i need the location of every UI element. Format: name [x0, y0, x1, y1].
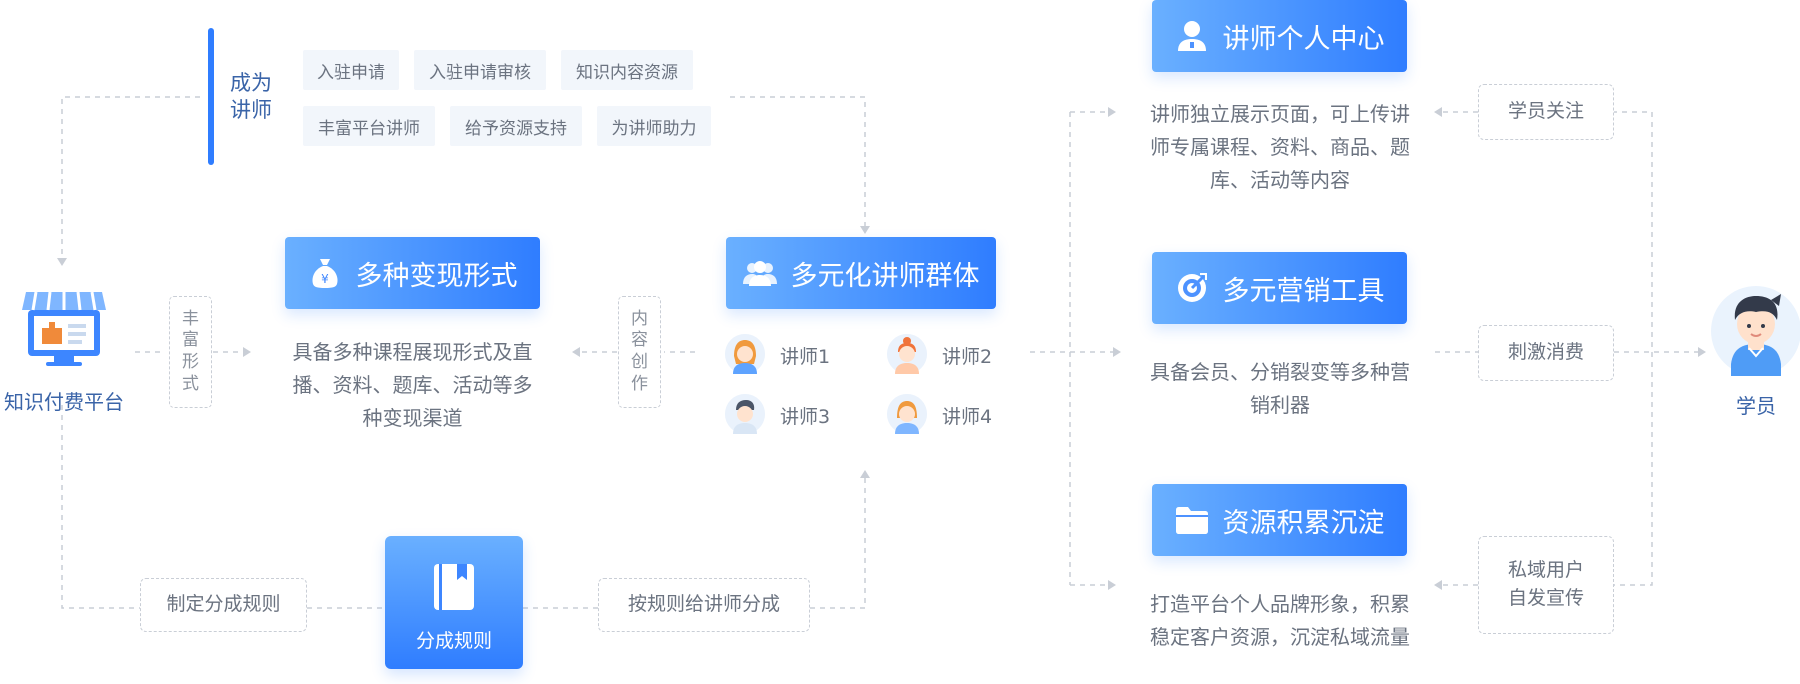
- student-avatar-icon: [1711, 286, 1800, 376]
- monetize-title-box: ¥ 多种变现形式: [285, 237, 540, 309]
- marketing-desc-line: 具备会员、分销裂变等多种营: [1150, 360, 1410, 384]
- user-icon: [1175, 19, 1209, 53]
- stimulate-consumption-box: 刺激消费: [1478, 325, 1614, 381]
- personal-center-desc: 讲师独立展示页面，可上传讲 师专属课程、资料、商品、题 库、活动等内容: [1135, 98, 1425, 197]
- personal-center-desc-line: 库、活动等内容: [1210, 168, 1350, 192]
- chip-resource-support: 给予资源支持: [450, 106, 582, 146]
- monetize-desc: 具备多种课程展现形式及直 播、资料、题库、活动等多 种变现渠道: [280, 336, 545, 435]
- marketing-title: 多元营销工具: [1222, 275, 1385, 307]
- lecturer-name: 讲师3: [780, 406, 831, 428]
- private-users-line2: 自发宣传: [1507, 587, 1584, 609]
- svg-text:¥: ¥: [321, 272, 329, 286]
- private-users-line1: 私域用户: [1507, 559, 1584, 582]
- become-label-line1: 成为: [230, 71, 272, 95]
- lecturer-name: 讲师1: [780, 346, 831, 368]
- personal-center-title-box: 讲师个人中心: [1152, 0, 1407, 72]
- pay-lecturers-box: 按规则给讲师分成: [598, 578, 810, 632]
- content-creation-char: 容: [631, 330, 648, 351]
- content-creation-char: 作: [631, 373, 648, 394]
- student-label: 学员: [1736, 394, 1776, 418]
- rich-forms-char: 丰: [182, 308, 199, 329]
- split-rules-title: 分成规则: [415, 630, 492, 652]
- student-node: 学员: [1702, 286, 1800, 426]
- chip-help-lecturers: 为讲师助力: [597, 106, 711, 146]
- chip-knowledge-resources: 知识内容资源: [561, 50, 693, 90]
- lecturer-avatar-icon: [725, 334, 765, 374]
- platform-node: 知识付费平台: [0, 288, 128, 418]
- private-users-box: 私域用户 自发宣传: [1478, 536, 1614, 634]
- content-creation-char: 内: [631, 308, 648, 329]
- lecturer-name: 讲师4: [942, 406, 993, 428]
- monetize-desc-line: 种变现渠道: [362, 406, 463, 430]
- resources-title: 资源积累沉淀: [1222, 507, 1385, 539]
- target-icon: [1175, 271, 1209, 305]
- lecturer-avatar-icon: [887, 394, 927, 434]
- lecturer-name: 讲师2: [942, 346, 993, 368]
- personal-center-desc-line: 讲师独立展示页面，可上传讲: [1150, 102, 1410, 126]
- set-split-rules-box: 制定分成规则: [140, 578, 307, 632]
- personal-center-desc-line: 师专属课程、资料、商品、题: [1150, 135, 1410, 159]
- monetize-desc-line: 具备多种课程展现形式及直: [292, 340, 533, 364]
- rich-forms-tag: 丰 富 形 式: [169, 296, 212, 408]
- marketing-desc-line: 销利器: [1250, 393, 1310, 417]
- chip-apply: 入驻申请: [303, 50, 399, 90]
- become-lecturer-label: 成为 讲师: [230, 70, 272, 124]
- resources-title-box: 资源积累沉淀: [1152, 484, 1407, 556]
- lecturer-group-title: 多元化讲师群体: [790, 260, 980, 292]
- users-icon: [742, 256, 777, 290]
- folder-icon: [1175, 503, 1209, 537]
- student-follow-box: 学员关注: [1478, 84, 1614, 140]
- book-icon: [434, 564, 474, 610]
- become-lecturer-bar: [208, 28, 214, 165]
- content-creation-tag: 内 容 创 作: [618, 296, 661, 408]
- money-bag-icon: ¥: [308, 256, 342, 290]
- rich-forms-char: 形: [182, 352, 199, 372]
- resources-desc-line: 打造平台个人品牌形象，积累: [1150, 592, 1410, 616]
- lecturer-avatar-icon: [725, 394, 765, 434]
- content-creation-char: 创: [631, 352, 648, 372]
- split-rules-node: 分成规则: [385, 536, 523, 669]
- monetize-title: 多种变现形式: [355, 260, 518, 292]
- storefront-icon: [22, 288, 106, 366]
- resources-desc: 打造平台个人品牌形象，积累 稳定客户资源，沉淀私域流量: [1135, 588, 1425, 654]
- rich-forms-char: 富: [182, 330, 199, 351]
- marketing-title-box: 多元营销工具: [1152, 252, 1407, 324]
- rich-forms-char: 式: [182, 373, 199, 394]
- lecturer-avatar-icon: [887, 334, 927, 374]
- lecturer-group-title-box: 多元化讲师群体: [726, 237, 996, 309]
- personal-center-title: 讲师个人中心: [1222, 23, 1385, 55]
- chip-enrich-lecturers: 丰富平台讲师: [303, 106, 435, 146]
- become-label-line2: 讲师: [230, 98, 272, 122]
- platform-label: 知识付费平台: [4, 390, 124, 414]
- monetize-desc-line: 播、资料、题库、活动等多: [292, 373, 533, 397]
- chip-apply-review: 入驻申请审核: [414, 50, 546, 90]
- marketing-desc: 具备会员、分销裂变等多种营 销利器: [1135, 356, 1425, 422]
- resources-desc-line: 稳定客户资源，沉淀私域流量: [1150, 625, 1410, 649]
